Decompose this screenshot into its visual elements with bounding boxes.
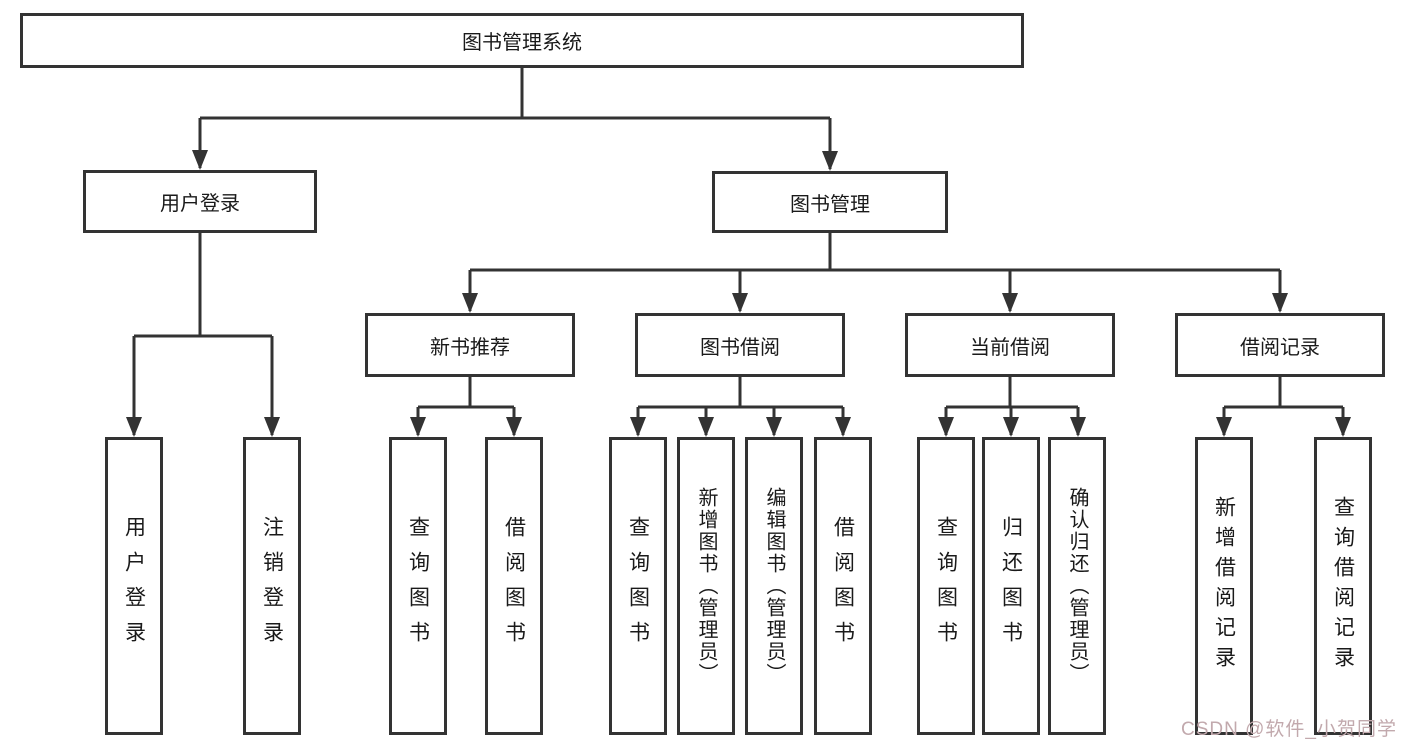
- leaf-current-query-label: 查询图书: [934, 516, 958, 656]
- watermark: CSDN @软件_小贺同学: [1181, 714, 1397, 741]
- leaf-user-login-label: 用户登录: [122, 516, 146, 656]
- leaf-record-add: 新增借阅记录: [1195, 437, 1253, 735]
- node-current-borrow-label: 当前借阅: [970, 336, 1050, 359]
- leaf-current-confirm-admin-label: 确认归还（管理员）: [1066, 487, 1088, 685]
- leaf-borrow-edit-admin: 编辑图书（管理员）: [745, 437, 803, 735]
- node-root-label: 图书管理系统: [462, 32, 582, 54]
- leaf-newbook-borrow-label: 借阅图书: [502, 516, 526, 656]
- node-book-borrow-label: 图书借阅: [700, 336, 780, 359]
- leaf-current-confirm-admin: 确认归还（管理员）: [1048, 437, 1106, 735]
- node-book-borrow: 图书借阅: [635, 313, 845, 377]
- node-current-borrow: 当前借阅: [905, 313, 1115, 377]
- leaf-newbook-query: 查询图书: [389, 437, 447, 735]
- watermark-text: CSDN @软件_小贺同学: [1181, 719, 1397, 740]
- leaf-user-login: 用户登录: [105, 437, 163, 735]
- leaf-borrow-book: 借阅图书: [814, 437, 872, 735]
- leaf-borrow-add-admin: 新增图书（管理员）: [677, 437, 735, 735]
- leaf-borrow-edit-admin-label: 编辑图书（管理员）: [763, 487, 785, 685]
- leaf-borrow-query-label: 查询图书: [626, 516, 650, 656]
- leaf-current-return-label: 归还图书: [999, 516, 1023, 656]
- leaf-newbook-query-label: 查询图书: [406, 516, 430, 656]
- node-book-management-label: 图书管理: [790, 193, 870, 216]
- leaf-logout-label: 注销登录: [260, 516, 284, 656]
- node-new-book-recommend: 新书推荐: [365, 313, 575, 377]
- leaf-borrow-add-admin-label: 新增图书（管理员）: [695, 487, 717, 685]
- leaf-record-query: 查询借阅记录: [1314, 437, 1372, 735]
- leaf-current-query: 查询图书: [917, 437, 975, 735]
- node-root: 图书管理系统: [20, 13, 1024, 68]
- node-book-management: 图书管理: [712, 171, 948, 233]
- node-user-login: 用户登录: [83, 170, 317, 233]
- leaf-record-query-label: 查询借阅记录: [1331, 496, 1355, 676]
- leaf-borrow-book-label: 借阅图书: [831, 516, 855, 656]
- leaf-newbook-borrow: 借阅图书: [485, 437, 543, 735]
- node-borrow-records: 借阅记录: [1175, 313, 1385, 377]
- leaf-current-return: 归还图书: [982, 437, 1040, 735]
- leaf-logout: 注销登录: [243, 437, 301, 735]
- node-borrow-records-label: 借阅记录: [1240, 336, 1320, 359]
- node-new-book-recommend-label: 新书推荐: [430, 336, 510, 359]
- leaf-borrow-query: 查询图书: [609, 437, 667, 735]
- leaf-record-add-label: 新增借阅记录: [1212, 496, 1236, 676]
- node-user-login-label: 用户登录: [160, 193, 240, 215]
